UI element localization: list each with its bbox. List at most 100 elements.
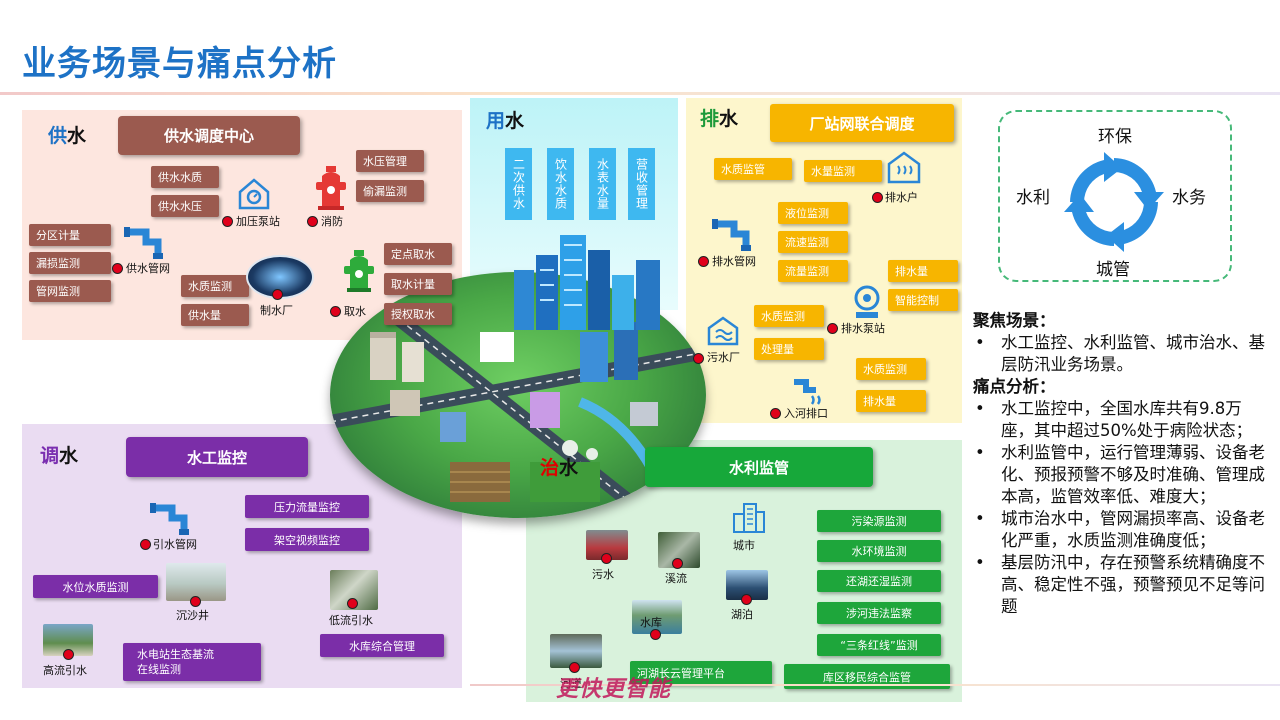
marker-dot[interactable] <box>330 306 341 317</box>
marker-dot[interactable] <box>741 594 752 605</box>
marker-dot[interactable] <box>190 596 201 607</box>
pain-item: 水工监控中，全国水库共有9.8万座，其中超过50%处于病险状态； <box>975 398 1273 442</box>
tag-illegal-river-inspection[interactable]: 涉河违法监察 <box>817 602 941 624</box>
tag-smart-control[interactable]: 智能控制 <box>888 289 958 311</box>
tag-lake-wetland-restore[interactable]: 还湖还湿监测 <box>817 570 941 592</box>
cycle-arrows-icon <box>1064 152 1164 252</box>
tag-eco-baseflow-monitor[interactable]: 水电站生态基流 在线监测 <box>123 643 261 681</box>
point-river-outlet: 入河排口 <box>784 407 828 420</box>
point-river-channel: 河道 <box>560 675 582 691</box>
marker-dot[interactable] <box>650 629 661 640</box>
point-high-flow-diversion: 高流引水 <box>43 664 87 677</box>
focus-list: 水工监控、水利监管、城市治水、基层防汛业务场景。 <box>973 332 1273 376</box>
drain-label: 排水 <box>700 108 739 130</box>
point-drainage-household: 排水户 <box>885 191 918 204</box>
hydraulic-monitoring-header[interactable]: 水工监控 <box>126 437 308 477</box>
point-city: 城市 <box>733 539 755 552</box>
point-reservoir: 水库 <box>640 616 662 629</box>
tag-leakage-monitor[interactable]: 漏损监测 <box>29 252 111 274</box>
marker-dot[interactable] <box>112 263 123 274</box>
dispatch-label: 调水 <box>40 445 79 467</box>
point-supply-network: 供水管网 <box>126 262 170 275</box>
tag-reservoir-mgmt[interactable]: 水库综合管理 <box>320 634 444 657</box>
tag-water-env-monitor[interactable]: 水环境监测 <box>817 540 941 562</box>
marker-dot[interactable] <box>272 289 283 300</box>
tag-water-quality-monitor[interactable]: 水质监测 <box>181 275 249 297</box>
tag-pollution-source-monitor[interactable]: 污染源监测 <box>817 510 941 532</box>
tag-river-chief-cloud-platform[interactable]: 河湖长云管理平台 <box>630 661 772 685</box>
tag-level-monitor[interactable]: 液位监测 <box>778 202 848 224</box>
tag-treatment-volume[interactable]: 处理量 <box>754 338 824 360</box>
tag-level-quality-monitor[interactable]: 水位水质监测 <box>33 575 158 598</box>
marker-dot[interactable] <box>140 539 151 550</box>
title-underline <box>0 92 1280 95</box>
tag-water-quality-monitor-2[interactable]: 水质监测 <box>754 305 824 327</box>
tag-fixed-point-intake[interactable]: 定点取水 <box>384 243 452 265</box>
cycle-label-water-conservancy: 水利 <box>1016 188 1050 208</box>
marker-dot[interactable] <box>672 558 683 569</box>
tag-aerial-video-monitoring[interactable]: 架空视频监控 <box>245 528 369 551</box>
footer-watermark: 更快更智能 <box>556 677 672 702</box>
marker-dot[interactable] <box>827 323 838 334</box>
sewage-plant-icon <box>707 316 739 346</box>
tag-volume-monitor[interactable]: 水量监测 <box>804 160 882 182</box>
point-water-plant: 制水厂 <box>260 304 293 317</box>
pain-title: 痛点分析： <box>973 377 1056 396</box>
marker-dot[interactable] <box>770 408 781 419</box>
point-booster-pump-station: 加压泵站 <box>236 215 280 228</box>
marker-dot[interactable] <box>307 216 318 227</box>
footer-line <box>470 684 1280 686</box>
tag-quality-supervision[interactable]: 水质监管 <box>714 158 792 180</box>
marker-dot[interactable] <box>569 662 580 673</box>
drainage-pipe-icon <box>712 219 751 251</box>
analysis-block: 聚焦场景： 水工监控、水利监管、城市治水、基层防汛业务场景。 痛点分析： 水工监… <box>973 310 1273 618</box>
vtag-secondary-supply[interactable]: 二次供水 <box>505 148 532 220</box>
diversion-pipe-icon <box>150 503 189 535</box>
tag-three-red-lines-monitor[interactable]: “三条红线”监测 <box>817 634 941 656</box>
cycle-label-urban-mgmt: 城管 <box>1096 260 1130 280</box>
marker-dot[interactable] <box>63 649 74 660</box>
marker-dot[interactable] <box>698 256 709 267</box>
pain-item: 城市治水中，管网漏损率高、设备老化严重，水质监测准确度低； <box>975 508 1273 552</box>
tag-leak-theft-monitor[interactable]: 偷漏监测 <box>356 180 424 202</box>
marker-dot[interactable] <box>693 353 704 364</box>
tag-water-quality-monitor-3[interactable]: 水质监测 <box>856 358 926 380</box>
marker-dot[interactable] <box>872 192 883 203</box>
joint-dispatch-header[interactable]: 厂站网联合调度 <box>770 104 954 142</box>
reservoir-photo <box>632 600 682 634</box>
vtag-meter-volume[interactable]: 水表水量 <box>589 148 616 220</box>
focus-title: 聚焦场景： <box>973 311 1056 330</box>
domain-cycle-box <box>998 110 1232 282</box>
point-settling-well: 沉沙井 <box>176 609 209 622</box>
tag-velocity-monitor[interactable]: 流速监测 <box>778 231 848 253</box>
tag-pipe-network-monitor[interactable]: 管网监测 <box>29 280 111 302</box>
fire-hydrant-icon <box>316 166 346 210</box>
vtag-billing-mgmt[interactable]: 营收管理 <box>628 148 655 220</box>
vtag-drinking-quality[interactable]: 饮水水质 <box>547 148 574 220</box>
tag-supply-volume[interactable]: 供水量 <box>181 304 249 326</box>
drainage-household-icon <box>887 151 921 184</box>
tag-supply-quality[interactable]: 供水水质 <box>151 166 219 188</box>
marker-dot[interactable] <box>347 598 358 609</box>
tag-discharge-volume-2[interactable]: 排水量 <box>856 390 926 412</box>
use-label: 用水 <box>486 110 525 132</box>
tag-supply-pressure[interactable]: 供水水压 <box>151 195 219 217</box>
tag-flow-monitor[interactable]: 流量监测 <box>778 260 848 282</box>
tag-zone-metering[interactable]: 分区计量 <box>29 224 111 246</box>
tag-authorized-intake[interactable]: 授权取水 <box>384 303 452 325</box>
point-low-flow-diversion: 低流引水 <box>329 614 373 627</box>
water-regulation-header[interactable]: 水利监管 <box>645 447 873 487</box>
supply-dispatch-center-header[interactable]: 供水调度中心 <box>118 116 300 155</box>
point-stream: 溪流 <box>665 572 687 585</box>
cycle-label-water-affairs: 水务 <box>1172 188 1206 208</box>
marker-dot[interactable] <box>601 553 612 564</box>
skyline-illustration <box>506 230 666 330</box>
point-drain-pump-station: 排水泵站 <box>841 322 885 335</box>
point-water-intake: 取水 <box>344 305 366 318</box>
tag-water-pressure-mgmt[interactable]: 水压管理 <box>356 150 424 172</box>
tag-discharge-volume[interactable]: 排水量 <box>888 260 958 282</box>
tag-intake-metering[interactable]: 取水计量 <box>384 273 452 295</box>
marker-dot[interactable] <box>222 216 233 227</box>
pain-list: 水工监控中，全国水库共有9.8万座，其中超过50%处于病险状态； 水利监管中，运… <box>973 398 1273 618</box>
tag-pressure-flow-monitoring[interactable]: 压力流量监控 <box>245 495 369 518</box>
